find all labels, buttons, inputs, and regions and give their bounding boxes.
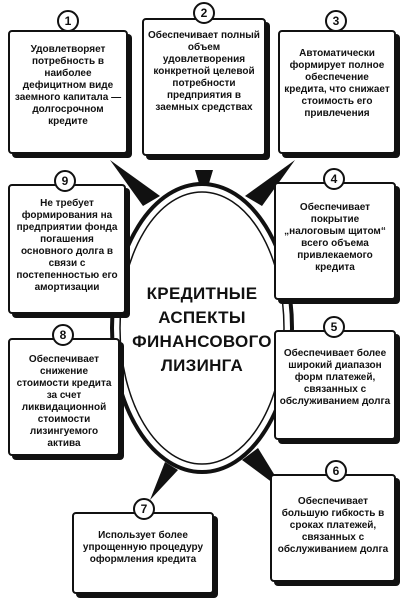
title-line: ЛИЗИНГА: [160, 356, 244, 375]
aspect-text-1: Удовлетворяет потребность в наиболее деф…: [14, 44, 122, 127]
aspect-box-4: Обеспечивает покрытие „налоговым щитом“ …: [274, 182, 396, 300]
central-ellipse-outer: [110, 182, 294, 474]
aspect-box-6: Обеспечивает большую гибкость в сроках п…: [270, 474, 396, 582]
aspect-text-5: Обеспечивает более широкий диапазон форм…: [279, 348, 391, 407]
number-badge-8: 8: [52, 324, 74, 346]
aspect-text-6: Обеспечивает большую гибкость в сроках п…: [277, 496, 389, 555]
aspect-text-4: Обеспечивает покрытие „налоговым щитом“ …: [284, 202, 386, 273]
aspect-text-8: Обеспечивает снижение стоимости кредита …: [16, 354, 112, 449]
title-line: КРЕДИТНЫЕ: [146, 284, 258, 303]
central-ellipse-inner: [119, 191, 285, 465]
number-badge-6: 6: [325, 460, 347, 482]
aspect-text-3: Автоматически формирует полное обеспечен…: [284, 48, 390, 119]
central-title: КРЕДИТНЫЕ АСПЕКТЫ ФИНАНСОВОГО ЛИЗИНГА: [120, 282, 284, 378]
ray-7: [150, 462, 178, 500]
ray-1: [110, 160, 160, 206]
number-badge-2: 2: [193, 2, 215, 24]
ray-3: [245, 160, 295, 206]
number-badge-5: 5: [323, 316, 345, 338]
title-line: АСПЕКТЫ: [158, 308, 246, 327]
aspect-box-5: Обеспечивает более широкий диапазон форм…: [274, 330, 396, 440]
number-badge-1: 1: [57, 10, 79, 32]
aspect-box-9: Не требует формирования на предприятии ф…: [8, 184, 126, 314]
title-line: ФИНАНСОВОГО: [132, 332, 272, 351]
aspect-box-1: Удовлетворяет потребность в наиболее деф…: [8, 30, 128, 154]
number-badge-3: 3: [325, 10, 347, 32]
aspect-box-3: Автоматически формирует полное обеспечен…: [278, 30, 396, 154]
number-badge-7: 7: [133, 498, 155, 520]
aspect-text-7: Использует более упрощенную процедуру оф…: [82, 530, 204, 565]
aspect-text-9: Не требует формирования на предприятии ф…: [16, 198, 118, 293]
number-badge-9: 9: [54, 170, 76, 192]
aspect-box-7: Использует более упрощенную процедуру оф…: [72, 512, 214, 594]
aspect-box-2: Обеспечивает полный объем удовлетворения…: [142, 18, 266, 156]
aspect-text-2: Обеспечивает полный объем удовлетворения…: [148, 30, 260, 113]
aspect-box-8: Обеспечивает снижение стоимости кредита …: [8, 338, 120, 456]
number-badge-4: 4: [323, 168, 345, 190]
